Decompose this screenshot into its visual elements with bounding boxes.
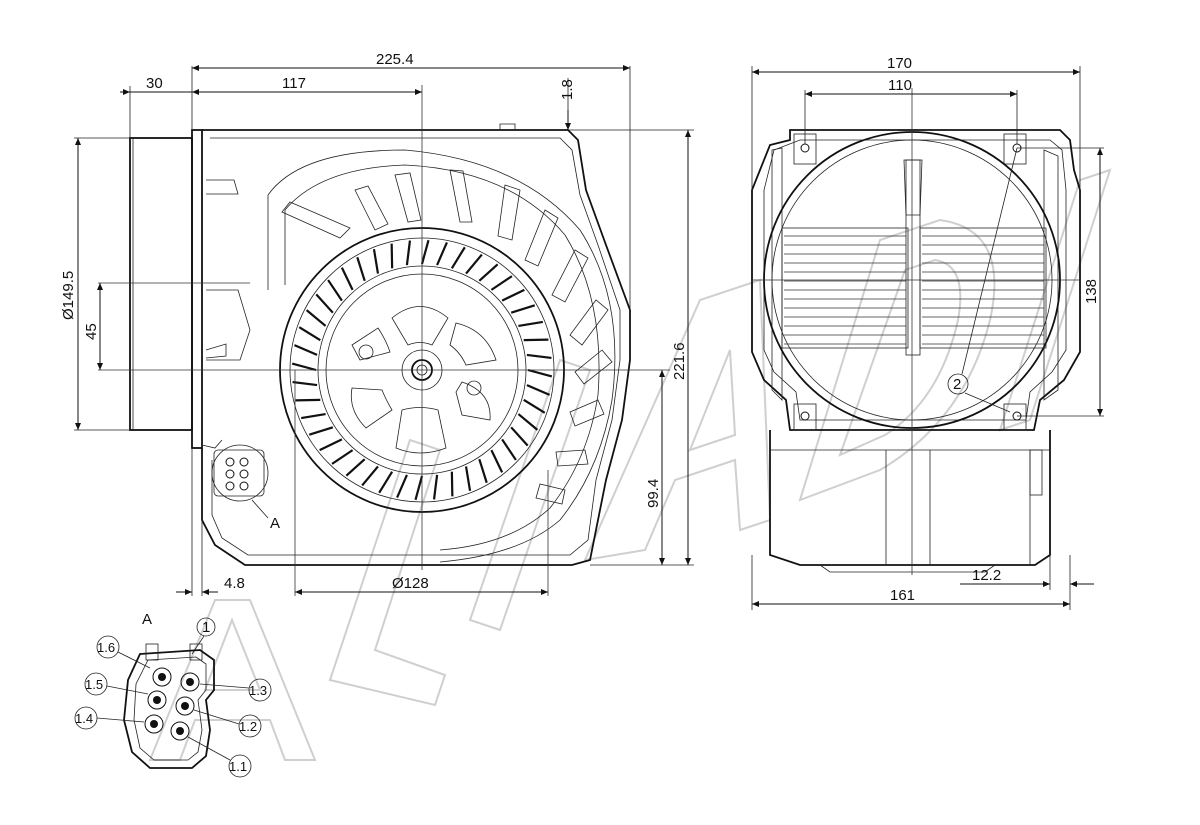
impeller-blade (292, 364, 316, 370)
impeller-blade (307, 310, 326, 326)
impeller-blade (332, 450, 353, 464)
detail-a: A 1 1.6 1.5 1.4 1.3 1.2 (75, 611, 271, 777)
impeller-blade (527, 355, 552, 358)
dim-axis-height: 99.4 (645, 479, 662, 508)
connector-housing (124, 650, 214, 768)
impeller-blade (466, 466, 470, 490)
impeller-blade (397, 475, 407, 498)
dim-mount-spacing: 110 (888, 77, 912, 94)
dim-impeller-diameter: Ø128 (392, 575, 429, 592)
pin-1-2-label: 1.2 (239, 719, 257, 734)
impeller-blade (466, 255, 482, 274)
dim-mount-height: 138 (1083, 279, 1100, 304)
impeller-blade (491, 276, 512, 290)
pin-1-3-label: 1.3 (249, 683, 267, 698)
dim-side-width: 170 (887, 55, 912, 72)
pin-1-4-label: 1.4 (75, 711, 93, 726)
impeller-blade (379, 472, 392, 493)
impeller-blade (502, 290, 524, 301)
impeller-blade (374, 249, 378, 273)
detail-title: A (142, 611, 152, 628)
item-2-label: 2 (953, 376, 961, 393)
impeller-blade (342, 268, 353, 290)
impeller-blade (502, 439, 516, 460)
impeller-blade (299, 327, 320, 340)
pin-1-1-label: 1.1 (229, 759, 247, 774)
impeller-blade (357, 257, 364, 281)
dim-flange-offset: 4.8 (224, 575, 245, 592)
impeller-blade (316, 294, 333, 312)
dim-inlet-diameter: Ø149.5 (60, 271, 77, 320)
impeller-blade (511, 305, 535, 312)
dim-base-width: 161 (890, 587, 915, 604)
impeller-blade (301, 414, 325, 418)
impeller-blade (452, 247, 465, 268)
dim-overall-height: 221.6 (671, 342, 688, 380)
flange (192, 130, 202, 448)
dim-top-offset: 1.8 (559, 79, 576, 100)
impeller-blade (309, 427, 333, 434)
pin-1-5-label: 1.5 (85, 677, 103, 692)
impeller-blade (527, 385, 550, 395)
dim-inlet-depth: 30 (146, 75, 163, 92)
dim-base-offset: 12.2 (972, 567, 1001, 584)
impeller-blade (524, 400, 545, 413)
pin-1-6-label: 1.6 (97, 640, 115, 655)
dim-overall-width: 225.4 (376, 51, 414, 68)
impeller-blade (293, 382, 318, 385)
inlet-tube (130, 138, 192, 430)
impeller-blade (416, 476, 422, 500)
detail-ref-label: A (270, 515, 280, 532)
dim-axis-offset: 117 (282, 75, 306, 92)
impeller-blade (528, 370, 552, 376)
impeller-blade (328, 280, 342, 301)
housing-connector (212, 445, 268, 501)
impeller-blade (422, 240, 428, 264)
impeller-blade (491, 450, 502, 472)
impeller-blade (518, 322, 542, 326)
impeller-blade (434, 475, 437, 500)
impeller-blade (407, 241, 410, 266)
impeller-blade (320, 439, 342, 450)
impeller-blade (479, 459, 486, 483)
dim-inlet-height: 45 (83, 323, 100, 340)
impeller-blade (518, 414, 537, 430)
impeller-blade (346, 459, 364, 476)
impeller-blade (294, 345, 317, 355)
impeller-blade (511, 427, 528, 445)
impeller-blade (437, 242, 447, 265)
side-blades (782, 228, 1046, 348)
impeller-blade (362, 466, 378, 485)
impeller-blade (479, 264, 497, 281)
item-1-label: 1 (202, 619, 210, 636)
